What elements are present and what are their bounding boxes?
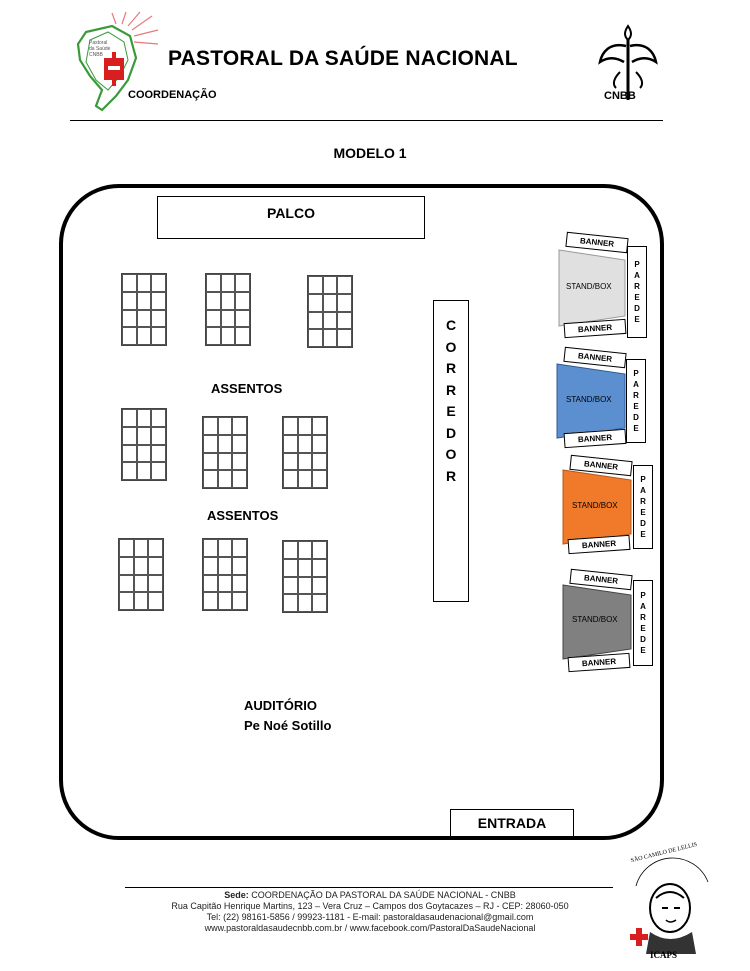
corridor: C O R R E D O R xyxy=(433,300,469,602)
wall-letter: E xyxy=(634,293,640,302)
corridor-letter: D xyxy=(445,424,457,441)
seat-block xyxy=(121,273,167,346)
wall-letter: R xyxy=(640,497,646,506)
seat-block xyxy=(202,538,248,611)
wall-letter: R xyxy=(640,613,646,622)
stand-box-fill xyxy=(562,584,632,660)
seat-block xyxy=(118,538,164,611)
wall: P A R E D E xyxy=(626,359,646,443)
hall-outline xyxy=(59,184,664,840)
banner-label: BANNER xyxy=(579,236,615,249)
seal-bottom-text: ICAPS xyxy=(650,950,678,960)
stand-box-fill xyxy=(558,249,626,327)
corridor-letter: R xyxy=(445,360,457,376)
wall-letter: E xyxy=(640,646,646,655)
logo-text-line: Pastoral xyxy=(89,40,108,46)
stand-shape xyxy=(562,584,632,660)
wall-letter: R xyxy=(633,391,639,400)
auditorium-name: Pe Noé Sotillo xyxy=(244,718,332,733)
wall-letter: P xyxy=(634,260,640,269)
header-divider xyxy=(70,120,663,121)
stand-label: STAND/BOX xyxy=(572,501,618,510)
corridor-letter: R xyxy=(445,381,457,398)
sao-camilo-seal-icon xyxy=(630,857,709,954)
wall: P A R E D E xyxy=(627,246,647,338)
header-subtitle: COORDENAÇÃO xyxy=(128,89,217,101)
banner-label: BANNER xyxy=(577,322,613,335)
corridor-letter: C xyxy=(445,317,457,333)
footer-web: www.pastoraldasaudecnbb.com.br / www.fac… xyxy=(204,923,536,933)
banner-label: BANNER xyxy=(581,656,617,669)
wall-letter: A xyxy=(640,486,646,495)
wall-letter: D xyxy=(640,519,646,528)
wall-letter: E xyxy=(633,424,639,433)
wall-letter: A xyxy=(640,602,646,611)
footer: Sede: COORDENAÇÃO DA PASTORAL DA SAÚDE N… xyxy=(100,890,640,934)
stand-label: STAND/BOX xyxy=(566,282,612,291)
corridor-letter: R xyxy=(445,467,457,484)
map-outline-icon xyxy=(76,24,138,112)
stage: PALCO xyxy=(157,196,425,239)
wall-letter: P xyxy=(640,475,646,484)
stand-box-fill xyxy=(556,363,626,439)
stand-shape xyxy=(556,363,626,439)
auditorium-label: AUDITÓRIO xyxy=(244,698,317,713)
banner-label: BANNER xyxy=(583,459,619,472)
wall-letter: E xyxy=(633,402,639,411)
footer-address: Rua Capitão Henrique Martins, 123 – Vera… xyxy=(171,901,569,911)
entrance-label: ENTRADA xyxy=(477,815,547,831)
stand-label: STAND/BOX xyxy=(572,615,618,624)
footer-sede-text: COORDENAÇÃO DA PASTORAL DA SAÚDE NACIONA… xyxy=(248,890,516,900)
wall-letter: E xyxy=(640,530,646,539)
seat-block xyxy=(202,416,248,489)
corridor-letter: O xyxy=(445,446,457,462)
wall-letter: D xyxy=(640,635,646,644)
logo-text-line: CNBB xyxy=(89,52,103,58)
stand-shape xyxy=(562,469,632,545)
wall-letter: A xyxy=(633,380,639,389)
wall-letter: P xyxy=(640,591,646,600)
banner-label: BANNER xyxy=(583,573,619,586)
footer-contact: Tel: (22) 98161-5856 / 99923-1181 - E-ma… xyxy=(206,912,534,922)
stand-shape xyxy=(558,249,626,327)
corridor-letter: O xyxy=(445,338,457,355)
header-title: PASTORAL DA SAÚDE NACIONAL xyxy=(168,47,518,70)
seat-block xyxy=(205,273,251,346)
footer-divider xyxy=(125,887,613,888)
logo-text: Pastoral da Saúde CNBB xyxy=(89,40,110,58)
stand-label: STAND/BOX xyxy=(566,395,612,404)
wall-letter: E xyxy=(640,624,646,633)
wall-letter: D xyxy=(633,413,639,422)
stand-box-fill xyxy=(562,469,632,545)
footer-sede-label: Sede: xyxy=(224,890,249,900)
wall-letter: P xyxy=(633,369,639,378)
footer-sede: Sede: COORDENAÇÃO DA PASTORAL DA SAÚDE N… xyxy=(100,890,640,901)
model-title: MODELO 1 xyxy=(333,145,407,161)
seat-block xyxy=(307,275,353,348)
wall-letter: E xyxy=(634,315,640,324)
logo-text-line: da Saúde xyxy=(89,46,111,52)
seats-label: ASSENTOS xyxy=(211,381,283,396)
cnbb-dove-icon xyxy=(598,24,658,100)
seats-label: ASSENTOS xyxy=(207,508,279,523)
seat-block xyxy=(282,416,328,489)
pastoral-logo xyxy=(76,11,159,112)
wall-letter: D xyxy=(634,304,640,313)
entrance: ENTRADA xyxy=(450,809,574,837)
wall: P A R E D E xyxy=(633,580,653,666)
seat-block xyxy=(282,540,328,613)
wall-letter: R xyxy=(634,282,640,291)
wall-letter: E xyxy=(640,508,646,517)
banner-label: BANNER xyxy=(581,538,617,551)
banner-label: BANNER xyxy=(577,432,613,445)
corridor-letter: E xyxy=(446,403,456,419)
stage-label: PALCO xyxy=(267,205,315,221)
wall-letter: A xyxy=(634,271,640,280)
sun-rays-icon xyxy=(111,11,159,45)
wall: P A R E D E xyxy=(633,465,653,549)
banner-label: BANNER xyxy=(577,351,613,364)
seat-block xyxy=(121,408,167,481)
cnbb-label: CNBB xyxy=(604,90,636,102)
